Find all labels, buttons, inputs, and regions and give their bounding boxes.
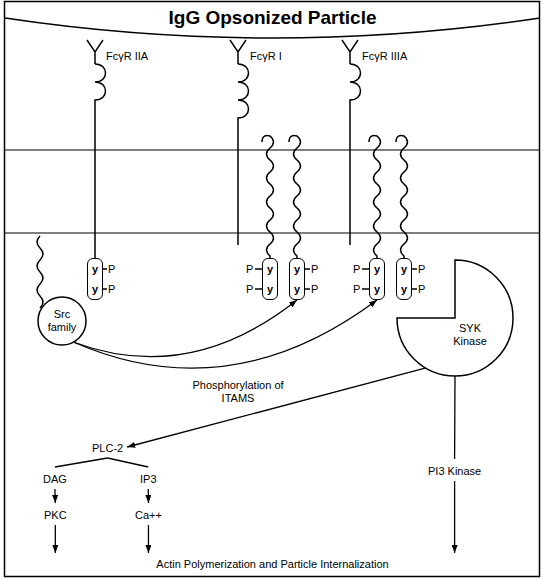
signal-arrow (454, 481, 455, 553)
gamma-chain (289, 136, 301, 258)
syk-outline (397, 260, 513, 376)
receptor-label: FcγR IIIA (362, 50, 407, 63)
node-text: Ca++ (135, 509, 162, 522)
syk-text-holder: SYK Kinase (447, 322, 493, 348)
phosphate-label: P (108, 263, 115, 276)
receptor-label: FcγR IIA (106, 50, 148, 63)
tyrosine-label: y (401, 263, 407, 276)
phosphate-label: P (418, 283, 425, 296)
phosphate-label: P (353, 263, 360, 276)
outcome-band: Actin Polymerization and Particle Intern… (5, 553, 540, 575)
itam-box: yy (87, 258, 103, 300)
phosphate-label: P (353, 283, 360, 296)
signal-arrow (148, 525, 149, 553)
membrane-line (5, 149, 540, 150)
igg-antibody (342, 40, 358, 64)
tyrosine-label: y (374, 283, 380, 296)
tyrosine-label: y (92, 263, 98, 276)
src-kinase-circle: Src family (37, 296, 87, 346)
igg-antibody (87, 40, 103, 64)
signal-node: PLC-2 (88, 436, 127, 458)
tyrosine-label: y (267, 283, 273, 296)
node-text: PLC-2 (92, 442, 123, 455)
signal-arrow (55, 458, 108, 467)
phosphate-label: P (246, 263, 253, 276)
gamma-chain (369, 136, 381, 258)
signal-node: Ca++ (131, 503, 166, 525)
src-circle (38, 297, 86, 345)
kinase-name: SYK Kinase (447, 322, 493, 348)
node-text: Actin Polymerization and Particle Intern… (156, 558, 388, 571)
phosphate-label: P (108, 283, 115, 296)
signal-arrow (127, 368, 426, 447)
tyrosine-label: y (401, 283, 407, 296)
receptor-chain (95, 64, 106, 258)
particle-band: IgG Opsonized Particle (5, 2, 540, 40)
phosphate-label: P (246, 283, 253, 296)
node-text: PI3 Kinase (428, 465, 481, 478)
itam-box: yy (262, 258, 278, 300)
node-text: IP3 (140, 473, 157, 486)
membrane-line (5, 232, 540, 233)
signal-arrow (75, 300, 378, 368)
syk-kinase-shape: SYK Kinase (397, 260, 513, 376)
signal-arrow (54, 489, 56, 503)
gamma-chain (396, 136, 408, 258)
kinase-name: Src family (40, 308, 84, 334)
receptor-chain (350, 64, 361, 245)
node-text: DAG (43, 473, 67, 486)
receptor-chain (238, 64, 249, 245)
receptor-label: FcγR I (250, 50, 282, 63)
signal-node: IP3 (136, 467, 161, 489)
tyrosine-label: y (92, 283, 98, 296)
node-text: PKC (44, 509, 67, 522)
signal-arrow (108, 458, 149, 467)
itam-box: yy (369, 258, 385, 300)
syk-kinase-body (397, 260, 513, 376)
signal-node: PI3 Kinase (424, 459, 485, 481)
tyrosine-label: y (267, 263, 273, 276)
phosphate-label: P (418, 263, 425, 276)
figure-frame (5, 2, 540, 577)
tyrosine-label: y (294, 283, 300, 296)
tyrosine-label: y (374, 263, 380, 276)
gamma-chain (262, 136, 274, 258)
signal-arrow (454, 376, 456, 459)
igg-antibody (230, 40, 246, 64)
itam-box: yy (396, 258, 412, 300)
tyrosine-label: y (294, 263, 300, 276)
signal-arrow (148, 489, 150, 503)
signal-node: PKC (40, 503, 71, 525)
signal-node: DAG (39, 467, 71, 489)
particle-title: IgG Opsonized Particle (169, 7, 377, 28)
membrane-tether (37, 236, 43, 308)
process-label: Phosphorylation of ITAMS (192, 379, 284, 405)
itam-box: yy (289, 258, 305, 300)
signal-arrow (55, 525, 56, 553)
phosphate-label: P (311, 263, 318, 276)
phosphate-label: P (311, 283, 318, 296)
signal-arrow (75, 300, 298, 357)
